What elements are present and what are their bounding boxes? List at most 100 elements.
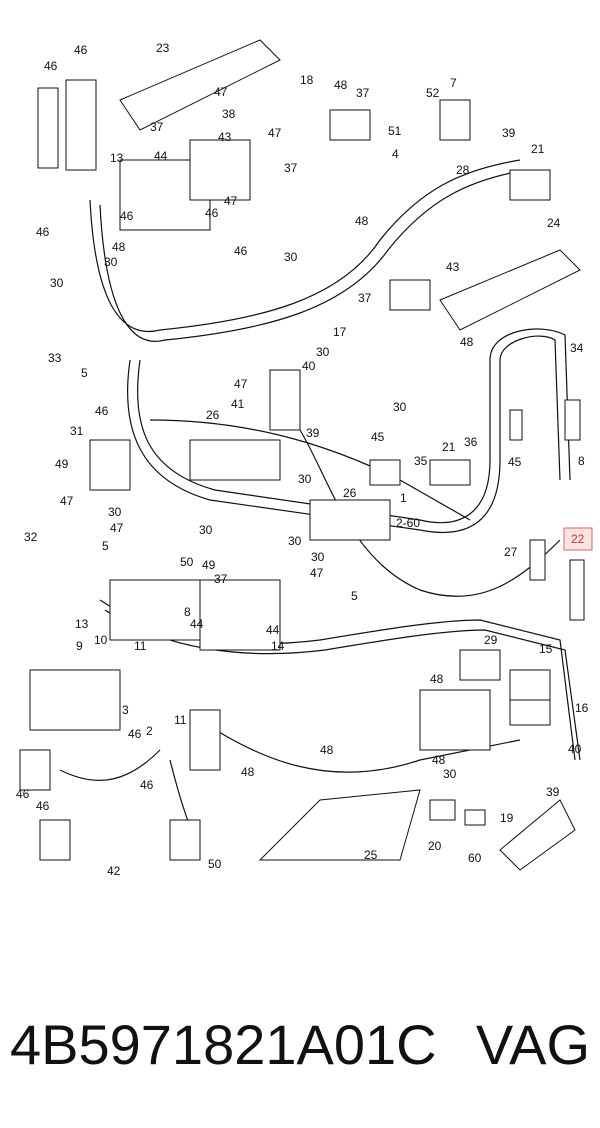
callout: 1: [400, 491, 407, 505]
callout: 14: [271, 639, 285, 653]
callout: 30: [108, 505, 122, 519]
control-unit-26-right: [309, 499, 391, 541]
callout: 8: [578, 454, 585, 468]
relay-46-49: [89, 439, 131, 491]
callout: 47: [224, 194, 238, 208]
callout: 26: [206, 408, 220, 422]
connector-15: [509, 669, 551, 701]
callout: 25: [364, 848, 378, 862]
callout: 47: [234, 377, 248, 391]
battery-module: [29, 669, 121, 731]
callout: 48: [460, 335, 474, 349]
bracket-60: [499, 799, 576, 871]
callout: 39: [546, 785, 560, 799]
callout: 32: [24, 530, 38, 544]
connector-19: [464, 809, 486, 826]
callout: 35: [414, 454, 428, 468]
callout: 33: [48, 351, 62, 365]
callout: 40: [302, 359, 316, 373]
grommet-48: [189, 709, 221, 771]
grommet-29: [459, 649, 501, 681]
callout: 30: [50, 276, 64, 290]
callout: 44: [266, 623, 280, 637]
callout: 5: [81, 366, 88, 380]
callout: 48: [320, 743, 334, 757]
callout: 48: [355, 214, 369, 228]
relay-group-top: [189, 139, 251, 201]
sleeve-27: [529, 539, 546, 581]
callout: 51: [388, 124, 402, 138]
callout: 47: [310, 566, 324, 580]
connector-21-mid: [429, 459, 471, 486]
callout: 46: [36, 799, 50, 813]
callout: 46: [36, 225, 50, 239]
callout: 30: [443, 767, 457, 781]
callout: 2: [146, 724, 153, 738]
callout: 49: [202, 558, 216, 572]
callout: 30: [104, 255, 118, 269]
connector-46-block: [65, 79, 97, 171]
callout: 23: [156, 41, 170, 55]
connector-45: [369, 459, 401, 486]
connector-37-43: [389, 279, 431, 311]
callout: 29: [484, 633, 498, 647]
callout: 60: [468, 851, 482, 865]
callout: 46: [140, 778, 154, 792]
callout: 34: [570, 341, 584, 355]
callout: 13: [75, 617, 89, 631]
callout: 50: [180, 555, 194, 569]
wiring-harness-diagram: 46 46 46 23 47 38 47 37 43 44 37 13 47 4…: [16, 39, 593, 878]
callout: 48: [432, 753, 446, 767]
callout: 46: [16, 787, 30, 801]
callout: 37: [358, 291, 372, 305]
components: [19, 39, 585, 871]
callout: 46: [44, 59, 58, 73]
connector-45-right: [509, 409, 523, 441]
part-number: 4B5971821A01C: [10, 1013, 437, 1076]
callout: 11: [134, 639, 147, 653]
callout: 44: [190, 617, 204, 631]
connector-8: [564, 399, 581, 441]
control-unit-48: [419, 689, 491, 751]
callout: 46: [234, 244, 248, 258]
callout: 5: [351, 589, 358, 603]
relay-group-bottom: [199, 579, 281, 651]
callout: 21: [531, 142, 545, 156]
callout: 30: [298, 472, 312, 486]
part-22: [569, 559, 585, 621]
connector-21-top: [509, 169, 551, 201]
control-unit-26-left: [189, 439, 281, 481]
callout: 41: [231, 397, 245, 411]
callout: 48: [430, 672, 444, 686]
callout: 47: [214, 85, 228, 99]
callout: 28: [456, 163, 470, 177]
sensor-7: [439, 99, 471, 141]
plug-46-left: [19, 749, 51, 791]
callout: 20: [428, 839, 442, 853]
callout: 48: [334, 78, 348, 92]
callout: 37: [284, 161, 298, 175]
footer-caption: 4B5971821A01C VAG: [10, 1010, 590, 1080]
callout: 46: [74, 43, 88, 57]
callout: 52: [426, 86, 440, 100]
relay-carrier-13-bottom: [109, 579, 201, 641]
callout: 24: [547, 216, 561, 230]
callout: 39: [502, 126, 516, 140]
callout: 37: [150, 120, 164, 134]
callout: 37: [356, 86, 370, 100]
callout: 45: [508, 455, 522, 469]
callout: 17: [333, 325, 347, 339]
callout: 18: [300, 73, 314, 87]
callout: 15: [539, 642, 553, 656]
brand-name: VAG: [475, 1013, 590, 1076]
callout: 16: [575, 701, 589, 715]
bracket-23: [119, 39, 281, 131]
callout: 42: [107, 864, 121, 878]
callout-labels: 46 46 46 23 47 38 47 37 43 44 37 13 47 4…: [16, 41, 593, 878]
callout: 2-60: [396, 516, 420, 530]
callout: 30: [311, 550, 325, 564]
harness-middle-loop-inner: [136, 328, 571, 524]
connector-16: [509, 699, 551, 726]
harness-right-branch: [299, 429, 561, 597]
